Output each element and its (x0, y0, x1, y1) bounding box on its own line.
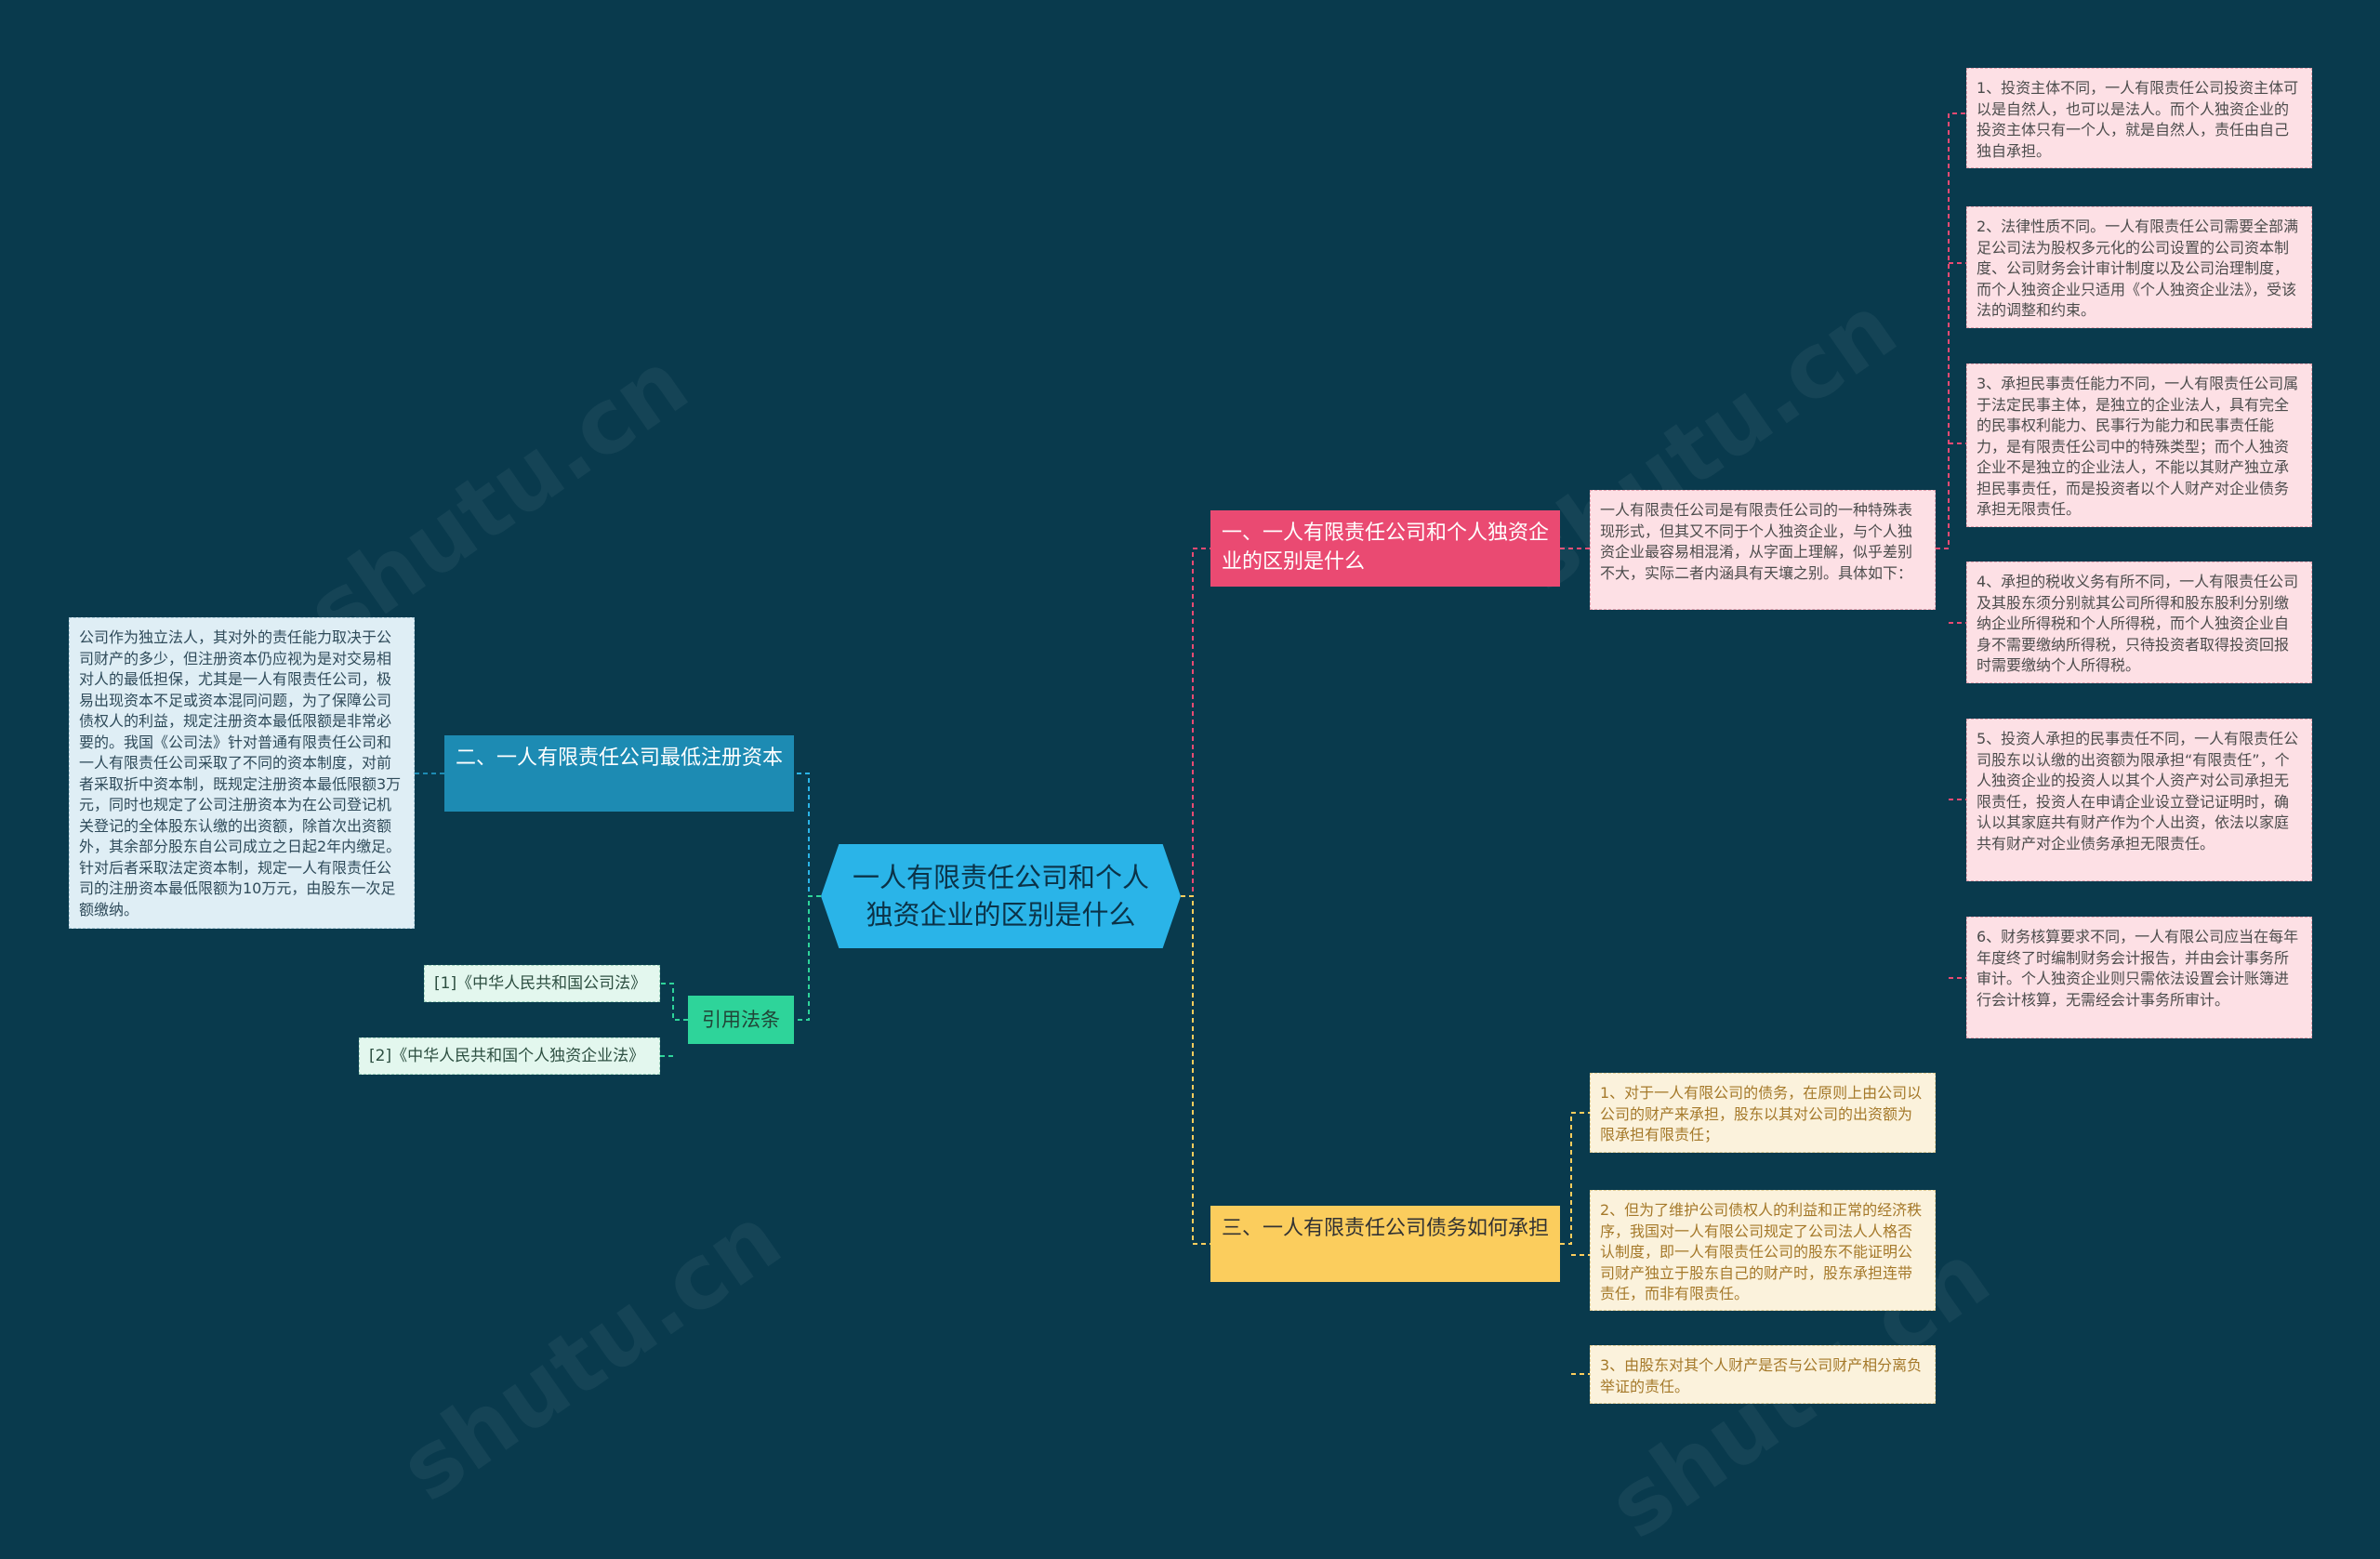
link-b3-items (1560, 1112, 1590, 1375)
difference-item-5: 5、投资人承担的民事责任不同，一人有限责任公司股东以认缴的出资额为限承担“有限责… (1966, 719, 2312, 881)
difference-item-6: 6、财务核算要求不同，一人有限公司应当在每年年度终了时编制财务会计报告，并由会计… (1966, 917, 2312, 1038)
branch-laws[interactable]: 引用法条 (688, 996, 794, 1044)
branch-min-capital-label: 二、一人有限责任公司最低注册资本 (456, 746, 784, 770)
difference-intro-text: 一人有限责任公司是有限责任公司的一种特殊表现形式，但其又不同于个人独资企业，与个… (1600, 501, 1913, 582)
min-capital-text-content: 公司作为独立法人，其对外的责任能力取决于公司财产的多少，但注册资本仍应视为是对交… (79, 628, 402, 918)
debt-item-2: 2、但为了维护公司债权人的利益和正常的经济秩序，我国对一人有限公司规定了公司法人… (1590, 1190, 1936, 1311)
law-item-1[interactable]: [1]《中华人民共和国公司法》 (424, 965, 660, 1002)
branch-debt[interactable]: 三、一人有限责任公司债务如何承担 (1210, 1206, 1560, 1282)
difference-item-3-text: 3、承担民事责任能力不同，一人有限责任公司属于法定民事主体，是独立的企业法人，具… (1977, 375, 2299, 518)
difference-item-2: 2、法律性质不同。一人有限责任公司需要全部满足公司法为股权多元化的公司设置的公司… (1966, 206, 2312, 328)
branch-min-capital[interactable]: 二、一人有限责任公司最低注册资本 (444, 735, 794, 812)
difference-item-1: 1、投资主体不同，一人有限责任公司投资主体可以是自然人，也可以是法人。而个人独资… (1966, 68, 2312, 168)
difference-item-4: 4、承担的税收义务有所不同，一人有限责任公司及其股东须分别就其公司所得和股东股利… (1966, 562, 2312, 683)
central-topic-label: 一人有限责任公司和个人独资企业的区别是什么 (852, 862, 1149, 931)
min-capital-text: 公司作为独立法人，其对外的责任能力取决于公司财产的多少，但注册资本仍应视为是对交… (69, 617, 415, 929)
link-center-b2 (794, 773, 821, 897)
difference-item-4-text: 4、承担的税收义务有所不同，一人有限责任公司及其股东须分别就其公司所得和股东股利… (1977, 573, 2299, 674)
link-center-b3 (1181, 895, 1210, 1245)
debt-item-3-text: 3、由股东对其个人财产是否与公司财产相分离负举证的责任。 (1600, 1356, 1923, 1395)
central-topic[interactable]: 一人有限责任公司和个人独资企业的区别是什么 (821, 844, 1181, 948)
branch-debt-label: 三、一人有限责任公司债务如何承担 (1222, 1217, 1550, 1240)
branch-difference-label: 一、一人有限责任公司和个人独资企业的区别是什么 (1222, 522, 1550, 574)
link-center-b1 (1181, 548, 1210, 897)
debt-item-1-text: 1、对于一人有限公司的债务，在原则上由公司以公司的财产来承担，股东以其对公司的出… (1600, 1084, 1923, 1143)
difference-item-6-text: 6、财务核算要求不同，一人有限公司应当在每年年度终了时编制财务会计报告，并由会计… (1977, 928, 2299, 1009)
law-item-2[interactable]: [2]《中华人民共和国个人独资企业法》 (359, 1037, 660, 1075)
branch-laws-label: 引用法条 (702, 1009, 780, 1031)
difference-item-5-text: 5、投资人承担的民事责任不同，一人有限责任公司股东以认缴的出资额为限承担“有限责… (1977, 730, 2299, 852)
debt-item-1: 1、对于一人有限公司的债务，在原则上由公司以公司的财产来承担，股东以其对公司的出… (1590, 1073, 1936, 1153)
debt-item-3: 3、由股东对其个人财产是否与公司财产相分离负举证的责任。 (1590, 1345, 1936, 1404)
difference-item-1-text: 1、投资主体不同，一人有限责任公司投资主体可以是自然人，也可以是法人。而个人独资… (1977, 79, 2299, 160)
mindmap-canvas: shutu.cn shutu.cn shutu.cn shutu.cn 一人有限… (69, 68, 2312, 1559)
link-intro-items (1936, 112, 1966, 979)
law-item-1-text: [1]《中华人民共和国公司法》 (434, 974, 647, 993)
difference-item-3: 3、承担民事责任能力不同，一人有限责任公司属于法定民事主体，是独立的企业法人，具… (1966, 363, 2312, 527)
debt-item-2-text: 2、但为了维护公司债权人的利益和正常的经济秩序，我国对一人有限公司规定了公司法人… (1600, 1201, 1923, 1302)
difference-intro: 一人有限责任公司是有限责任公司的一种特殊表现形式，但其又不同于个人独资企业，与个… (1590, 490, 1936, 610)
branch-difference[interactable]: 一、一人有限责任公司和个人独资企业的区别是什么 (1210, 510, 1560, 587)
law-item-2-text: [2]《中华人民共和国个人独资企业法》 (369, 1047, 645, 1065)
link-b4-laws (660, 983, 688, 1057)
link-center-b4 (794, 895, 821, 1021)
difference-item-2-text: 2、法律性质不同。一人有限责任公司需要全部满足公司法为股权多元化的公司设置的公司… (1977, 218, 2299, 319)
